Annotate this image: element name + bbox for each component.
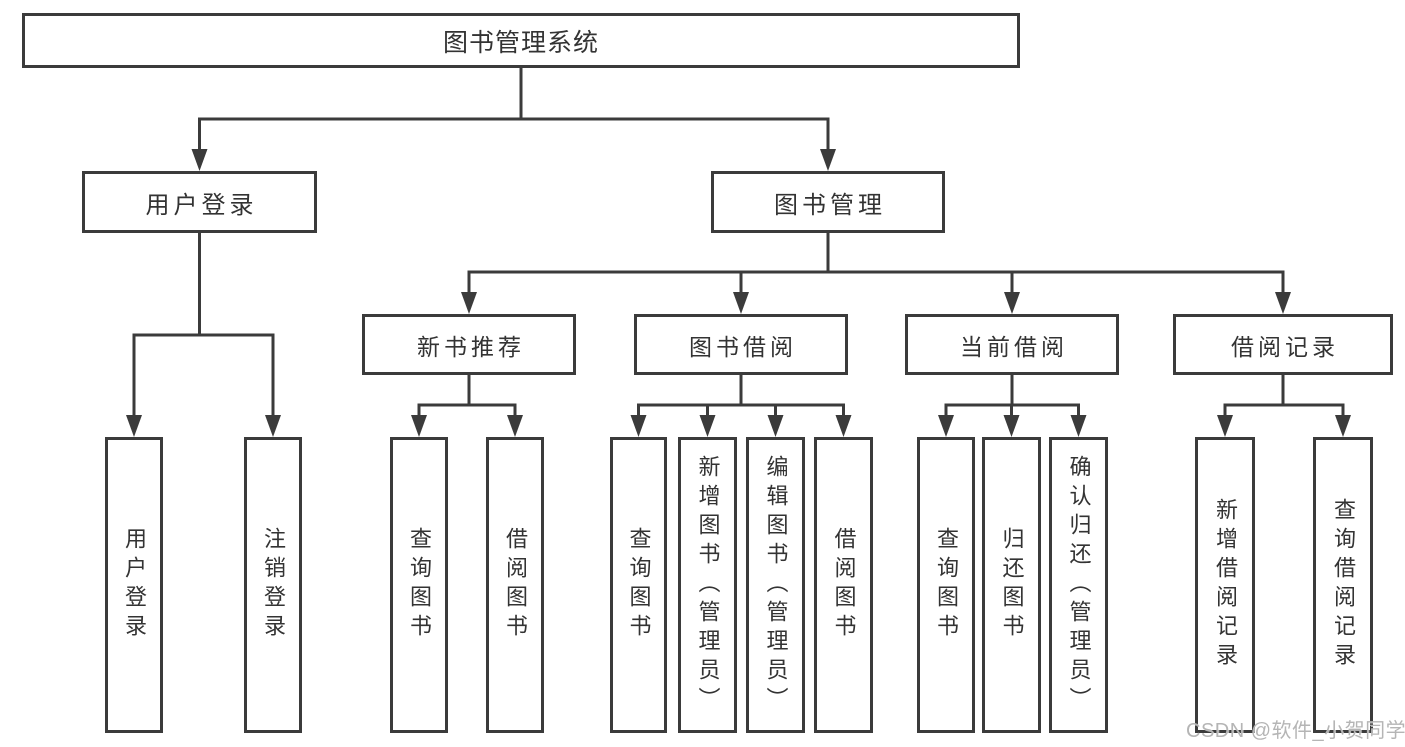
node-query-borrow-record: 查询借阅记录 — [1313, 437, 1373, 733]
arrowhead-down-icon — [733, 292, 749, 314]
node-borrowing-query-books: 查询图书 — [610, 437, 667, 733]
connector-root-to-level2 — [191, 68, 836, 171]
arrowhead-down-icon — [699, 415, 716, 437]
node-current-borrowing: 当前借阅 — [905, 314, 1119, 375]
connector-line — [467, 233, 1285, 294]
node-user-login-action: 用户登录 — [105, 437, 163, 733]
connector-line — [944, 375, 1080, 418]
node-add-books-admin-label: 新增图书（管理员） — [695, 454, 721, 716]
node-recommend-query-books: 查询图书 — [390, 437, 448, 733]
arrowhead-down-icon — [1335, 415, 1351, 437]
node-borrowing-borrow-books-label: 借阅图书 — [831, 527, 857, 643]
node-user-login-action-label: 用户登录 — [122, 527, 147, 643]
connector-line — [198, 68, 830, 151]
node-current-borrowing-label: 当前借阅 — [960, 333, 1068, 360]
arrowhead-down-icon — [835, 415, 852, 437]
node-logout-action: 注销登录 — [244, 437, 302, 733]
node-new-book-recommend: 新书推荐 — [362, 314, 576, 375]
connector-current-borrow-to-children — [938, 375, 1087, 437]
arrowhead-down-icon — [1275, 292, 1291, 314]
node-borrowing-borrow-books: 借阅图书 — [814, 437, 873, 733]
node-borrow-records-label: 借阅记录 — [1231, 333, 1339, 360]
node-book-management-label: 图书管理 — [774, 191, 886, 219]
node-current-query-books: 查询图书 — [917, 437, 975, 733]
arrowhead-down-icon — [265, 415, 281, 437]
node-query-borrow-record-label: 查询借阅记录 — [1331, 498, 1356, 672]
node-borrowing-query-books-label: 查询图书 — [626, 527, 652, 643]
arrowhead-down-icon — [507, 415, 523, 437]
arrowhead-down-icon — [938, 415, 954, 437]
arrowhead-down-icon — [1217, 415, 1233, 437]
connector-line — [637, 375, 845, 418]
node-add-borrow-record-label: 新增借阅记录 — [1213, 498, 1238, 672]
arrowhead-down-icon — [1070, 415, 1087, 437]
connector-line — [1223, 375, 1345, 418]
arrowhead-down-icon — [126, 415, 142, 437]
arrowhead-down-icon — [1004, 292, 1020, 314]
node-return-books-label: 归还图书 — [999, 527, 1025, 643]
connector-user-login-to-children — [126, 233, 281, 437]
arrowhead-down-icon — [630, 415, 647, 437]
node-edit-books-admin: 编辑图书（管理员） — [746, 437, 805, 733]
connector-book-borrow-to-children — [630, 375, 852, 437]
arrowhead-down-icon — [191, 149, 208, 171]
node-user-login-label: 用户登录 — [145, 191, 258, 219]
arrowhead-down-icon — [461, 292, 477, 314]
node-book-management: 图书管理 — [711, 171, 945, 233]
node-book-borrowing: 图书借阅 — [634, 314, 848, 375]
connector-line — [417, 375, 517, 418]
node-user-login: 用户登录 — [82, 171, 317, 233]
connector-book-mgmt-to-level3 — [461, 233, 1291, 314]
arrowhead-down-icon — [820, 149, 836, 171]
node-confirm-return-admin: 确认归还（管理员） — [1049, 437, 1108, 733]
node-edit-books-admin-label: 编辑图书（管理员） — [763, 454, 789, 716]
node-new-book-recommend-label: 新书推荐 — [417, 333, 525, 360]
node-return-books: 归还图书 — [982, 437, 1041, 733]
node-recommend-borrow-books: 借阅图书 — [486, 437, 544, 733]
node-current-query-books-label: 查询图书 — [934, 527, 959, 643]
node-add-borrow-record: 新增借阅记录 — [1195, 437, 1255, 733]
arrowhead-down-icon — [767, 415, 784, 437]
node-logout-action-label: 注销登录 — [261, 527, 286, 643]
node-library-system: 图书管理系统 — [22, 13, 1020, 68]
node-recommend-borrow-books-label: 借阅图书 — [503, 527, 528, 643]
node-borrow-records: 借阅记录 — [1173, 314, 1393, 375]
node-add-books-admin: 新增图书（管理员） — [678, 437, 737, 733]
connector-new-books-to-children — [411, 375, 523, 437]
arrowhead-down-icon — [1003, 415, 1020, 437]
csdn-watermark: CSDN @软件_小贺同学 — [1186, 720, 1405, 742]
arrowhead-down-icon — [411, 415, 427, 437]
node-library-system-label: 图书管理系统 — [442, 28, 599, 57]
node-confirm-return-admin-label: 确认归还（管理员） — [1066, 454, 1092, 716]
node-recommend-query-books-label: 查询图书 — [407, 527, 432, 643]
node-book-borrowing-label: 图书借阅 — [689, 333, 797, 360]
connector-borrow-records-to-children — [1217, 375, 1351, 437]
connector-line — [132, 233, 275, 417]
